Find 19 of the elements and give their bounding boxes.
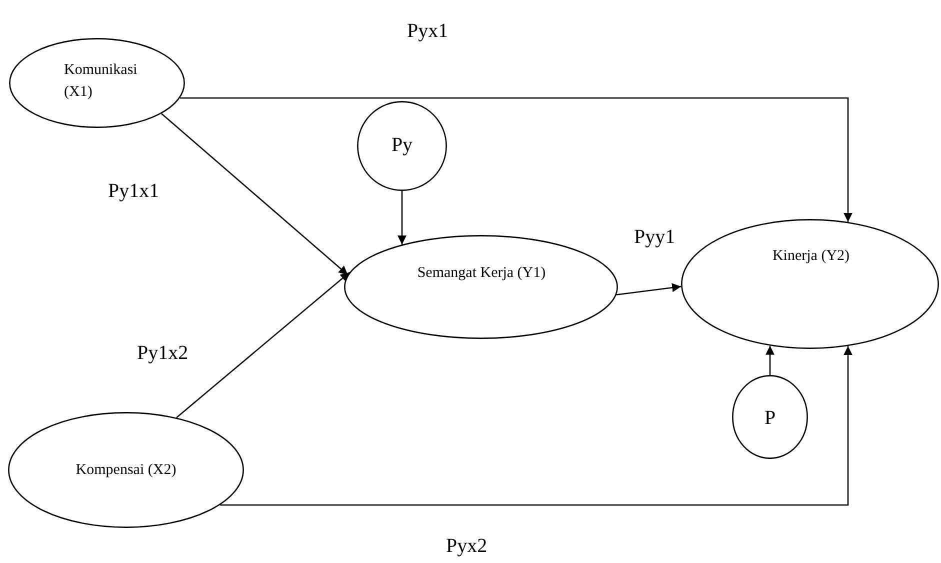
arrow: [180, 97, 852, 222]
node-label: Kinerja (Y2): [771, 247, 851, 266]
arrow: [766, 346, 774, 375]
arrow: [398, 191, 406, 245]
node-label: Kompensai (X2): [74, 461, 178, 480]
arrow: [176, 272, 350, 418]
arrow: [161, 113, 348, 276]
node-label: Py: [390, 133, 414, 158]
node-label: P: [763, 406, 777, 431]
node-label: Semangat Kerja (Y1): [416, 264, 547, 283]
node-label: Komunikasi (X1): [64, 61, 138, 102]
ellipse-node: [344, 235, 618, 339]
ellipse-node: [681, 219, 939, 349]
ellipse-node: [732, 375, 808, 459]
ellipse-node: [9, 38, 185, 128]
circle-node: [357, 101, 447, 191]
arrow: [220, 346, 852, 506]
ellipse-node: [8, 412, 244, 528]
arrow: [616, 283, 682, 296]
